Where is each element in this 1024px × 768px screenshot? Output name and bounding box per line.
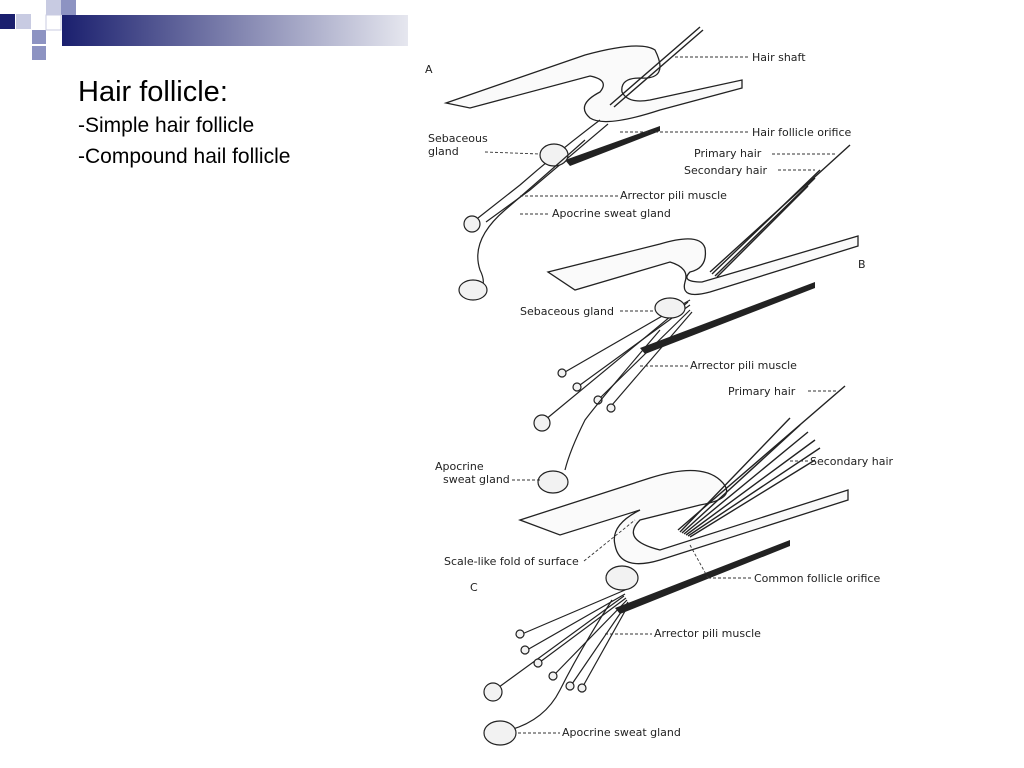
panel-a-sweat-coil	[458, 279, 488, 301]
panel-c-arrector-muscle	[615, 540, 790, 614]
header-gradient-bar	[62, 15, 408, 46]
panel-a-hair-shaft-edge	[613, 29, 704, 108]
label-a-sebaceous-2: gland	[428, 145, 459, 158]
panel-a-sebaceous-gland	[539, 143, 569, 167]
panel-b-letter: B	[858, 258, 866, 271]
panel-b-sebaceous-gland	[654, 297, 686, 319]
panel-a-skin	[443, 45, 743, 123]
header-square-light	[16, 14, 31, 29]
panel-a-letter: A	[425, 63, 433, 76]
header-square-dark	[0, 14, 15, 29]
label-c-apocrine: Apocrine sweat gland	[562, 726, 681, 739]
header-square-small	[32, 46, 46, 60]
slide-text: Hair follicle: -Simple hair follicle -Co…	[78, 74, 290, 172]
panel-b-sweat-duct	[564, 329, 661, 471]
header-square-top	[46, 0, 61, 15]
label-c-common-orifice: Common follicle orifice	[754, 572, 880, 585]
label-b-sebaceous: Sebaceous gland	[520, 305, 614, 318]
panel-c-hair-bundle	[677, 385, 846, 538]
label-a-sebaceous-1: Sebaceous	[428, 132, 488, 145]
panel-c-sebaceous-gland	[605, 565, 639, 591]
panel-c-sweat-duct	[509, 599, 613, 731]
panel-b-sweat-coil	[537, 470, 569, 494]
panel-a-follicle	[477, 119, 601, 219]
header-square-mid	[32, 30, 46, 44]
bullet-compound: -Compound hail follicle	[78, 145, 291, 168]
panel-a: A Hair shaft Hair follicle orifice Sebac…	[425, 26, 852, 301]
panel-a-bulb	[463, 215, 481, 233]
header-square-right	[45, 14, 62, 31]
leader-c-orifice-drop	[689, 544, 709, 579]
label-b-arrector: Arrector pili muscle	[690, 359, 797, 372]
panel-c-secondary-follicles	[483, 589, 630, 702]
panel-b-secondary-follicles	[533, 299, 693, 432]
label-c-primary-hair: Primary hair	[728, 385, 796, 398]
panel-c-letter: C	[470, 581, 478, 594]
label-b-apocrine-1: Apocrine	[435, 460, 484, 473]
panel-b-skin	[546, 235, 859, 296]
label-c-secondary-hair: Secondary hair	[810, 455, 894, 468]
label-c-arrector: Arrector pili muscle	[654, 627, 761, 640]
label-a-arrector: Arrector pili muscle	[620, 189, 727, 202]
slide-title: Hair follicle:	[78, 76, 228, 108]
bullet-simple: -Simple hair follicle	[78, 114, 255, 137]
panel-a-arrector-muscle	[565, 126, 660, 166]
panel-b-arrector-muscle	[640, 282, 815, 354]
label-b-primary-hair: Primary hair	[694, 147, 762, 160]
label-c-scale-fold: Scale-like fold of surface	[444, 555, 579, 568]
label-b-secondary-hair: Secondary hair	[684, 164, 768, 177]
panel-c-sweat-coil	[483, 720, 517, 746]
label-a-hair-shaft: Hair shaft	[752, 51, 806, 64]
header-square-mid2	[61, 0, 76, 15]
panel-b: B Primary hair Secondary hair Sebaceous …	[435, 144, 866, 494]
slide-header-decoration	[0, 0, 408, 60]
leader-a-sebaceous	[484, 151, 541, 155]
panel-a-hair-shaft	[609, 26, 701, 106]
panel-c: C Primary hair Secondary hair Scale-like…	[444, 385, 894, 746]
panel-b-hair-bundle	[709, 144, 851, 278]
label-a-apocrine: Apocrine sweat gland	[552, 207, 671, 220]
panel-c-skin	[518, 469, 849, 565]
label-b-apocrine-2: sweat gland	[443, 473, 510, 486]
leader-c-scale-fold	[583, 519, 636, 562]
label-a-follicle-orifice: Hair follicle orifice	[752, 126, 852, 139]
